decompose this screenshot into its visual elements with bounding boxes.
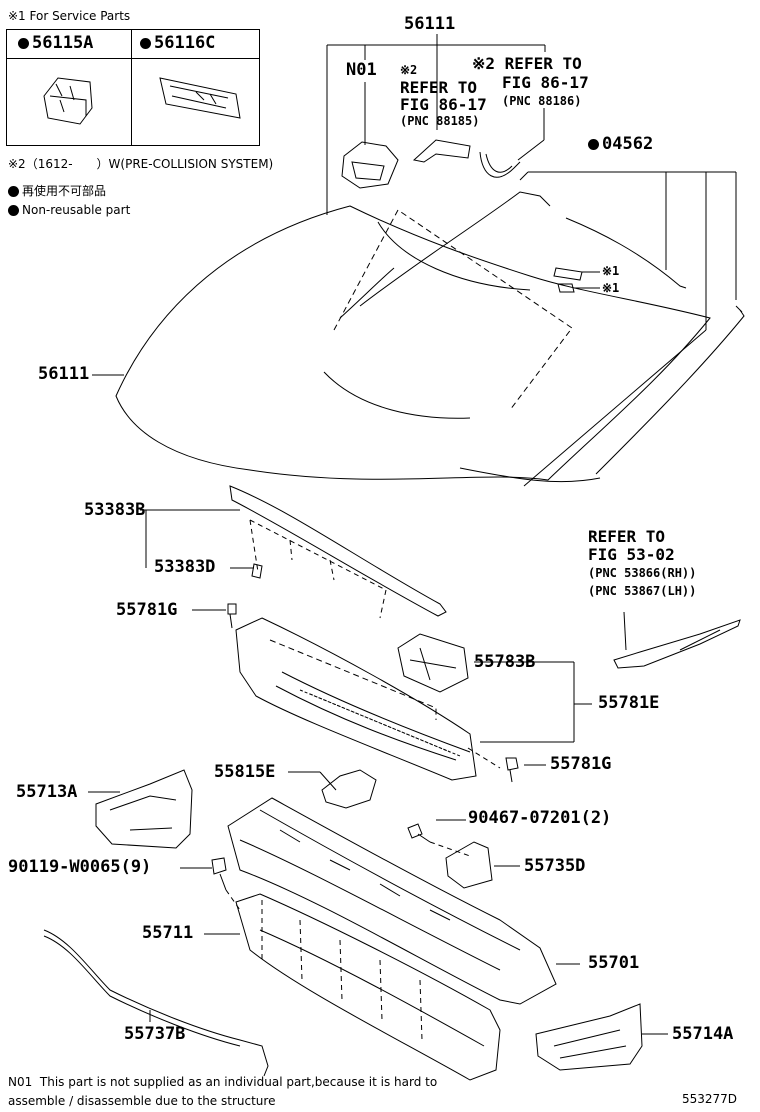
windshield-moulding-drawing: [359, 191, 745, 475]
part-label-55701[interactable]: 55701: [588, 953, 640, 973]
wiper-arm-drawing: [613, 611, 741, 669]
non-reusable-dot-icon: [140, 37, 151, 49]
refer-b-pnc: (PNC 88186): [502, 94, 582, 108]
non-reusable-dot-icon: [8, 205, 19, 216]
part-label-04562[interactable]: 04562: [588, 134, 653, 154]
refer-a-mark: ※2: [400, 63, 418, 77]
refer-fig-86-17-b[interactable]: ※2 REFER TO FIG 86-17 (PNC 88186): [472, 54, 589, 111]
part-label-90467-07201[interactable]: 90467-07201(2): [468, 808, 612, 828]
part-label-56111[interactable]: 56111: [38, 364, 90, 384]
part-label-55737b[interactable]: 55737B: [124, 1024, 186, 1044]
collision-note: ※2（1612- ）W(PRE-COLLISION SYSTEM): [8, 157, 274, 171]
part-label-55714a[interactable]: 55714A: [672, 1024, 734, 1044]
non-reusable-dot-icon: [588, 138, 599, 150]
refer-fig-53-02[interactable]: REFER TO FIG 53-02 (PNC 53866(RH)) (PNC …: [588, 528, 696, 600]
wire-harness-drawing: [479, 151, 521, 178]
cowl-seal-drawing: [229, 485, 447, 617]
nonreusable-en-text: Non-reusable part: [22, 203, 131, 217]
part-label-53383b[interactable]: 53383B: [84, 500, 146, 520]
sticker-mark-1: ※1: [602, 264, 620, 278]
service-parts-box: [6, 29, 260, 146]
part-label-56111-top[interactable]: 56111: [404, 14, 456, 34]
sensor-bracket-drawing: [341, 141, 399, 189]
part-label-55781e[interactable]: 55781E: [598, 693, 660, 713]
part-label-55711[interactable]: 55711: [142, 923, 194, 943]
cowl-louver-drawing: [235, 617, 477, 781]
side-panel-right-drawing: [535, 1003, 643, 1071]
drain-hose-drawing: [43, 929, 269, 1077]
refer-a-line1: REFER TO: [400, 78, 478, 97]
refer-a-pnc: (PNC 88185): [400, 114, 480, 128]
side-panel-left-drawing: [95, 769, 193, 849]
refer-fig-86-17-a[interactable]: ※2 REFER TO FIG 86-17 (PNC 88185): [400, 62, 487, 130]
non-reusable-dot-icon: [8, 186, 19, 197]
service-parts-divider: [131, 30, 132, 145]
service-part-56115a-drawing: [43, 77, 93, 125]
hinge-bracket-drawing: [321, 769, 377, 809]
sticker-mark-2: ※1: [602, 281, 620, 295]
n01-note-code: N01: [8, 1075, 33, 1089]
non-reusable-dot-icon: [18, 37, 29, 49]
nonreusable-legend-en: Non-reusable part: [8, 203, 130, 217]
refer-b-line1: ※2 REFER TO: [472, 54, 582, 73]
part-label-55781g-b[interactable]: 55781G: [550, 754, 612, 774]
cowl-bracket-drawing: [397, 633, 469, 693]
part-label-90119-w0065[interactable]: 90119-W0065(9): [8, 857, 152, 877]
service-parts-note: ※1 For Service Parts: [8, 9, 131, 23]
part-label-55781g-a[interactable]: 55781G: [116, 600, 178, 620]
service-part-56116c-label[interactable]: 56116C: [140, 33, 215, 53]
service-part-56116c-number: 56116C: [154, 33, 216, 53]
part-label-55713a[interactable]: 55713A: [16, 782, 78, 802]
part-label-n01[interactable]: N01: [346, 60, 377, 80]
service-part-56116c-drawing: [159, 77, 241, 119]
service-part-56115a-label[interactable]: 56115A: [18, 33, 93, 53]
refer-c-pnc-lh: (PNC 53867(LH)): [588, 584, 697, 598]
windshield-glass-drawing: [115, 205, 711, 483]
refer-c-line2: FIG 53-02: [588, 545, 675, 564]
diagram-id: 553277D: [682, 1092, 738, 1106]
refer-b-line2: FIG 86-17: [502, 73, 589, 92]
part-label-55735d[interactable]: 55735D: [524, 856, 586, 876]
refer-c-pnc-rh: (PNC 53866(RH)): [588, 566, 697, 580]
service-part-56115a-number: 56115A: [32, 33, 94, 53]
part-label-55815e[interactable]: 55815E: [214, 762, 276, 782]
n01-note-line2: assemble / disassemble due to the struct…: [8, 1094, 276, 1108]
n01-note-line1: N01 This part is not supplied as an indi…: [8, 1075, 437, 1089]
cowl-lower-panel-drawing: [235, 893, 501, 1081]
refer-a-line2: FIG 86-17: [400, 95, 487, 114]
n01-note-text-1: This part is not supplied as an individu…: [39, 1075, 438, 1089]
sensor-cover-drawing: [412, 139, 471, 163]
nonreusable-legend-jp: 再使用不可部品: [8, 182, 106, 199]
part-04562-number: 04562: [602, 134, 654, 154]
nonreusable-jp-text: 再使用不可部品: [22, 184, 107, 198]
part-label-55783b[interactable]: 55783B: [474, 652, 536, 672]
sticker-1-drawing: [553, 267, 583, 281]
cowl-bracket-small-drawing: [445, 841, 493, 889]
refer-c-line1: REFER TO: [588, 527, 666, 546]
cowl-panel-drawing: [227, 797, 557, 1005]
sticker-2-drawing: [557, 283, 575, 293]
part-label-53383d[interactable]: 53383D: [154, 557, 216, 577]
service-parts-header: [7, 30, 259, 59]
